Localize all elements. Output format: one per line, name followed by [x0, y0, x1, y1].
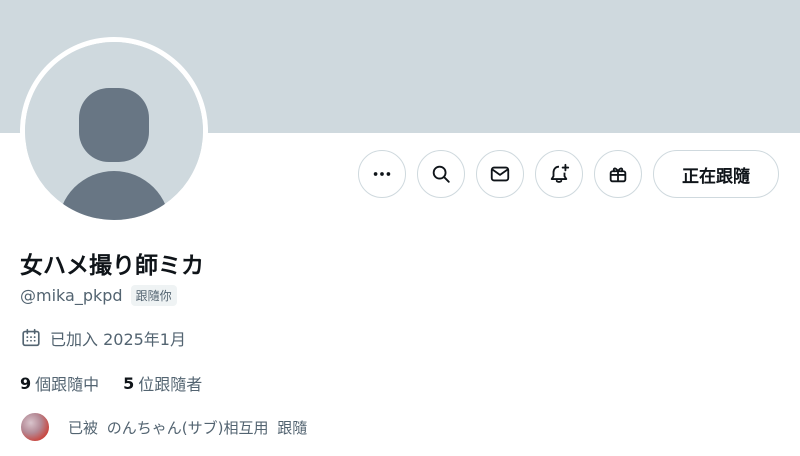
gift-button[interactable] — [594, 150, 642, 198]
default-avatar-icon — [25, 42, 203, 220]
mail-icon — [490, 166, 510, 182]
more-horizontal-icon — [373, 172, 391, 176]
search-button[interactable] — [417, 150, 465, 198]
bell-plus-icon — [550, 163, 570, 183]
following-stat[interactable]: 9 個跟隨中 — [20, 371, 99, 395]
following-count: 9 — [20, 373, 32, 393]
followed-by-text: 已被 のんちゃん(サブ)相互用 跟隨 — [68, 417, 307, 438]
notifications-button[interactable] — [535, 150, 583, 198]
followers-label: 位跟隨者 — [138, 375, 203, 394]
followed-by-row[interactable]: 已被 のんちゃん(サブ)相互用 跟隨 — [20, 411, 307, 443]
joined-row: 已加入 2025年1月 — [20, 326, 186, 350]
profile-actions: 正在跟隨 — [0, 150, 800, 198]
user-handle: @mika_pkpd — [20, 285, 123, 305]
following-button[interactable]: 正在跟隨 — [653, 150, 779, 198]
joined-date: 已加入 2025年1月 — [50, 330, 186, 349]
handle-row: @mika_pkpd 跟隨你 — [20, 284, 177, 306]
followers-count: 5 — [123, 373, 135, 393]
profile-avatar[interactable] — [20, 37, 208, 225]
gift-icon — [609, 167, 627, 183]
followers-stat[interactable]: 5 位跟隨者 — [123, 371, 202, 395]
followed-by-suffix: 跟隨 — [277, 418, 308, 437]
stats-row: 9 個跟隨中 5 位跟隨者 — [20, 371, 202, 395]
search-icon — [432, 165, 450, 183]
calendar-icon — [22, 328, 40, 347]
followed-by-names[interactable]: のんちゃん(サブ)相互用 — [106, 418, 269, 437]
following-label: 個跟隨中 — [35, 375, 100, 394]
display-name: 女ハメ撮り師ミカ — [20, 253, 204, 279]
message-button[interactable] — [476, 150, 524, 198]
follower-avatar[interactable] — [20, 412, 50, 442]
followed-by-prefix: 已被 — [68, 418, 99, 437]
follows-you-badge: 跟隨你 — [130, 284, 177, 306]
more-button[interactable] — [358, 150, 406, 198]
